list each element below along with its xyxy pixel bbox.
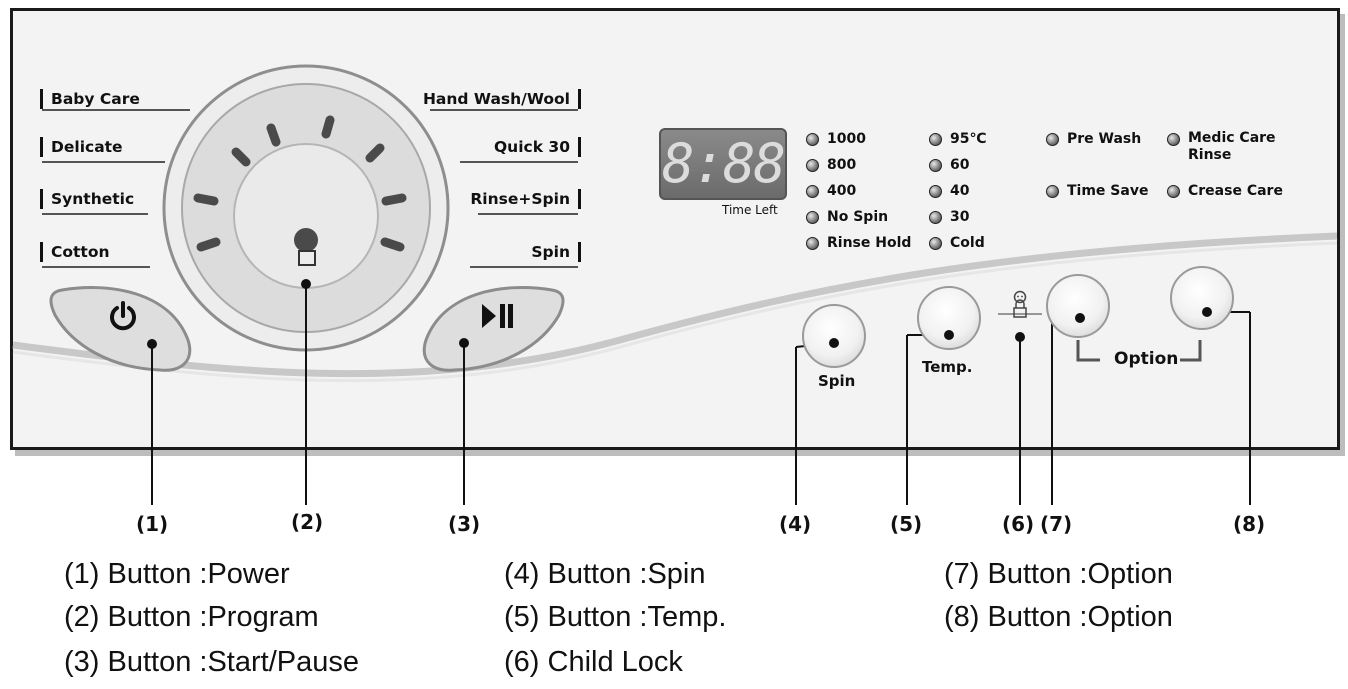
legend-power: (1) Button :Power (64, 558, 290, 590)
led-indicator-icon (1046, 184, 1059, 198)
callout-2: (2) (291, 510, 324, 534)
power-icon (110, 301, 136, 331)
callout-4: (4) (779, 512, 812, 536)
program-hand-wash-wool: Hand Wash/Wool (423, 89, 581, 109)
callout-1: (1) (136, 512, 169, 536)
legend-option-8: (8) Button :Option (944, 601, 1173, 633)
led-temp-40: 40 (929, 178, 986, 204)
led-no-spin: No Spin (806, 204, 911, 230)
legend-spin: (4) Button :Spin (504, 558, 706, 590)
led-temp-cold: Cold (929, 230, 986, 256)
led-temp-95: 95℃ (929, 126, 986, 152)
spin-button-marker (829, 338, 839, 348)
option-button-1-marker (1075, 313, 1085, 323)
start-pause-marker (459, 338, 469, 348)
program-cotton: Cotton (40, 242, 110, 262)
callout-5: (5) (890, 512, 923, 536)
option-label: Option (1114, 349, 1179, 369)
program-quick-30: Quick 30 (494, 137, 581, 157)
time-left-caption: Time Left (722, 203, 778, 217)
program-button-marker (301, 279, 311, 289)
led-indicator-icon (929, 210, 942, 224)
legend-start-pause: (3) Button :Start/Pause (64, 646, 359, 678)
play-pause-icon (482, 304, 513, 328)
led-indicator-icon (929, 132, 942, 146)
power-button-marker (147, 339, 157, 349)
callout-6: (6) (1002, 512, 1035, 536)
led-time-save: Time Save (1046, 178, 1148, 204)
led-crease-care: Crease Care (1167, 178, 1283, 204)
program-delicate: Delicate (40, 137, 123, 157)
led-indicator-icon (929, 184, 942, 198)
spin-button[interactable] (802, 304, 866, 368)
legend-program: (2) Button :Program (64, 601, 319, 633)
program-baby-care: Baby Care (40, 89, 140, 109)
temp-button[interactable] (917, 286, 981, 350)
led-pre-wash: Pre Wash (1046, 126, 1141, 152)
program-rinse-spin: Rinse+Spin (470, 189, 581, 209)
led-indicator-icon (1167, 133, 1180, 146)
option-button-1[interactable] (1046, 274, 1110, 338)
led-rinse-hold: Rinse Hold (806, 230, 911, 256)
program-spin: Spin (531, 242, 581, 262)
legend-option-7: (7) Button :Option (944, 558, 1173, 590)
spin-button-label: Spin (818, 372, 856, 390)
dial-indicator-icon (294, 228, 318, 252)
program-synthetic: Synthetic (40, 189, 134, 209)
led-medic-care-rinse: Medic Care Rinse (1167, 130, 1288, 164)
callout-8: (8) (1233, 512, 1266, 536)
time-display: 8:88 (659, 128, 787, 200)
led-indicator-icon (929, 158, 942, 172)
led-spin-1000: 1000 (806, 126, 911, 152)
child-lock-marker (1015, 332, 1025, 342)
led-indicator-icon (806, 210, 819, 224)
led-spin-800: 800 (806, 152, 911, 178)
led-indicator-icon (806, 132, 819, 146)
callout-3: (3) (448, 512, 481, 536)
led-indicator-icon (806, 158, 819, 172)
temp-button-label: Temp. (922, 358, 973, 376)
led-temp-30: 30 (929, 204, 986, 230)
program-dial[interactable] (234, 144, 378, 288)
child-lock-icon (1013, 290, 1027, 318)
led-indicator-icon (806, 236, 819, 250)
led-indicator-icon (929, 236, 942, 250)
spin-options: 1000 800 400 No Spin Rinse Hold (806, 126, 911, 256)
legend-child-lock: (6) Child Lock (504, 646, 683, 678)
led-indicator-icon (1046, 132, 1059, 146)
temp-options: 95℃ 60 40 30 Cold (929, 126, 986, 256)
led-spin-400: 400 (806, 178, 911, 204)
option-button-2[interactable] (1170, 266, 1234, 330)
option-button-2-marker (1202, 307, 1212, 317)
display-digits: 8:88 (661, 132, 786, 195)
led-temp-60: 60 (929, 152, 986, 178)
callout-7: (7) (1040, 512, 1073, 536)
led-indicator-icon (1167, 184, 1180, 198)
temp-button-marker (944, 330, 954, 340)
dial-lock-icon (298, 250, 316, 266)
led-indicator-icon (806, 184, 819, 198)
legend-temp: (5) Button :Temp. (504, 601, 727, 633)
